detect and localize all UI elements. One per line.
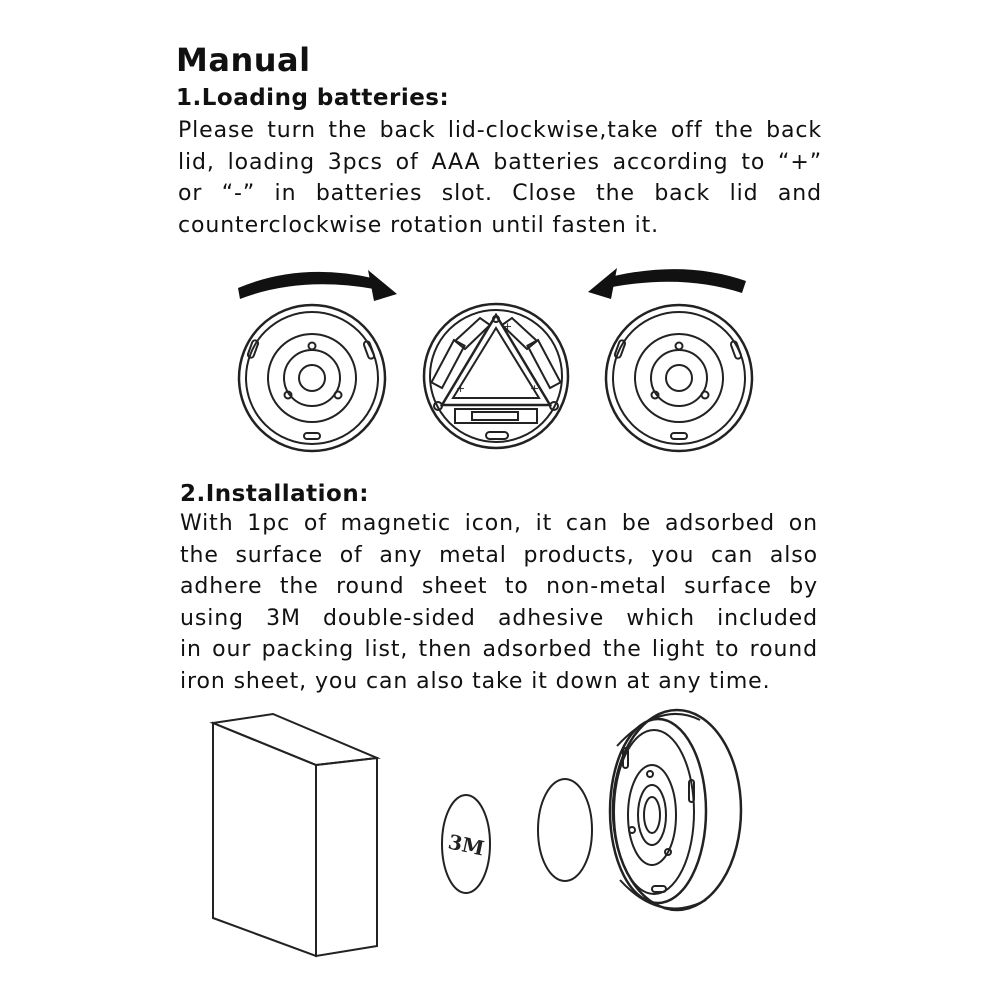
text-line: iron sheet, you can also take it down at… — [180, 668, 771, 694]
loading-batteries-text: Please turn the back lid-clockwise,take … — [178, 115, 822, 241]
text-line: adhere the round sheet to non-metal surf… — [180, 574, 818, 599]
svg-text:+: + — [503, 320, 512, 333]
text-line: or “-” in batteries slot. Close the back… — [178, 181, 822, 206]
mounting-surface-box — [209, 712, 381, 958]
3m-label: 3M — [446, 830, 486, 861]
round-iron-sheet — [537, 778, 593, 882]
installation-text: With 1pc of magnetic icon, it can be ads… — [180, 508, 818, 697]
counterclockwise-arrow-icon — [588, 268, 746, 299]
text-line: counterclockwise rotation until fasten i… — [178, 212, 660, 238]
clockwise-arrow-icon — [238, 270, 397, 301]
svg-text:+: + — [530, 382, 539, 395]
3m-adhesive-disc: 3M — [441, 794, 491, 894]
text-line: the surface of any metal products, you c… — [180, 542, 818, 568]
text-line: With 1pc of magnetic icon, it can be ads… — [180, 511, 818, 536]
text-line: using 3M double-sided adhesive which inc… — [180, 605, 818, 631]
open-battery-compartment: + + + — [422, 302, 570, 450]
page-title: Manual — [176, 41, 311, 79]
text-line: Please turn the back lid-clockwise,take … — [178, 118, 822, 143]
section-heading-loading-batteries: 1.Loading batteries: — [176, 85, 450, 111]
text-line: in our packing list, then adsorbed the l… — [180, 637, 818, 662]
closed-lid-left — [237, 303, 387, 453]
puck-light-unit — [608, 708, 743, 912]
text-line: lid, loading 3pcs of AAA batteries accor… — [178, 149, 822, 175]
closed-lid-right — [604, 303, 754, 453]
svg-text:+: + — [456, 382, 465, 395]
section-heading-installation: 2.Installation: — [180, 481, 369, 507]
